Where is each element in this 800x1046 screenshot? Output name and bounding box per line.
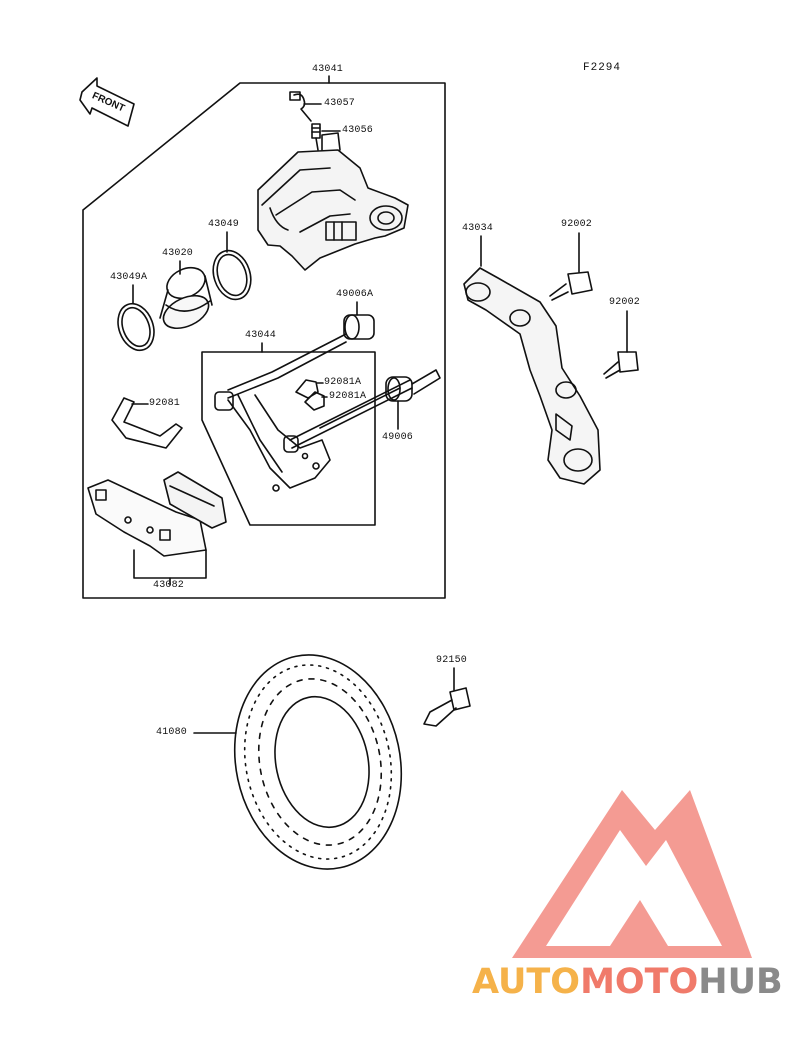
watermark-auto: AUTO [472,962,581,1002]
figure-id: F2294 [583,62,622,74]
spring-icon [111,397,183,449]
caliper-bracket-icon [463,267,601,485]
dust-seal-icon [117,302,155,352]
brake-pads-icon [87,471,227,557]
watermark-text: AUTOMOTOHUB [472,962,783,1002]
bracket-bolt-lower-icon [603,351,639,379]
label-43057: 43057 [324,98,356,109]
label-92081a-2: 92081A [329,391,367,402]
caliper-holder-icon [214,333,413,492]
watermark-moto: MOTO [580,962,699,1002]
label-43049a: 43049A [110,272,148,283]
bracket-bolt-upper-icon [549,271,593,301]
bleed-valve-icon [311,123,321,151]
bleed-cap-icon [289,91,312,122]
holder-group-outline [201,351,376,526]
label-92150: 92150 [436,655,468,666]
bushing-icon [385,369,441,402]
label-92081a-1: 92081A [324,377,362,388]
watermark-hub: HUB [698,962,783,1002]
front-arrow-icon [79,77,135,127]
brake-disc-icon [233,654,403,870]
label-92002-lower: 92002 [609,297,641,308]
label-43041: 43041 [312,64,344,75]
label-49006a: 49006A [336,289,374,300]
label-43020: 43020 [162,248,194,259]
piston-icon [159,266,213,330]
disc-bolt-icon [423,687,471,727]
bushing-a-icon [343,314,375,340]
watermark-logo-icon [512,790,752,958]
label-49006: 49006 [382,432,414,443]
front-arrow-label: FRONT [90,90,126,114]
label-43034: 43034 [462,223,494,234]
caliper-assembly-outline [82,82,446,599]
spring-a-icon [295,379,325,411]
label-92002-upper: 92002 [561,219,593,230]
label-43082: 43082 [153,580,185,591]
label-43044: 43044 [245,330,277,341]
seal-icon [212,249,252,301]
front-arrow-text: FRONT [90,90,126,114]
label-41080: 41080 [156,727,188,738]
label-92081: 92081 [149,398,181,409]
label-43049: 43049 [208,219,240,230]
caliper-body-icon [257,132,409,271]
label-43056: 43056 [342,125,374,136]
